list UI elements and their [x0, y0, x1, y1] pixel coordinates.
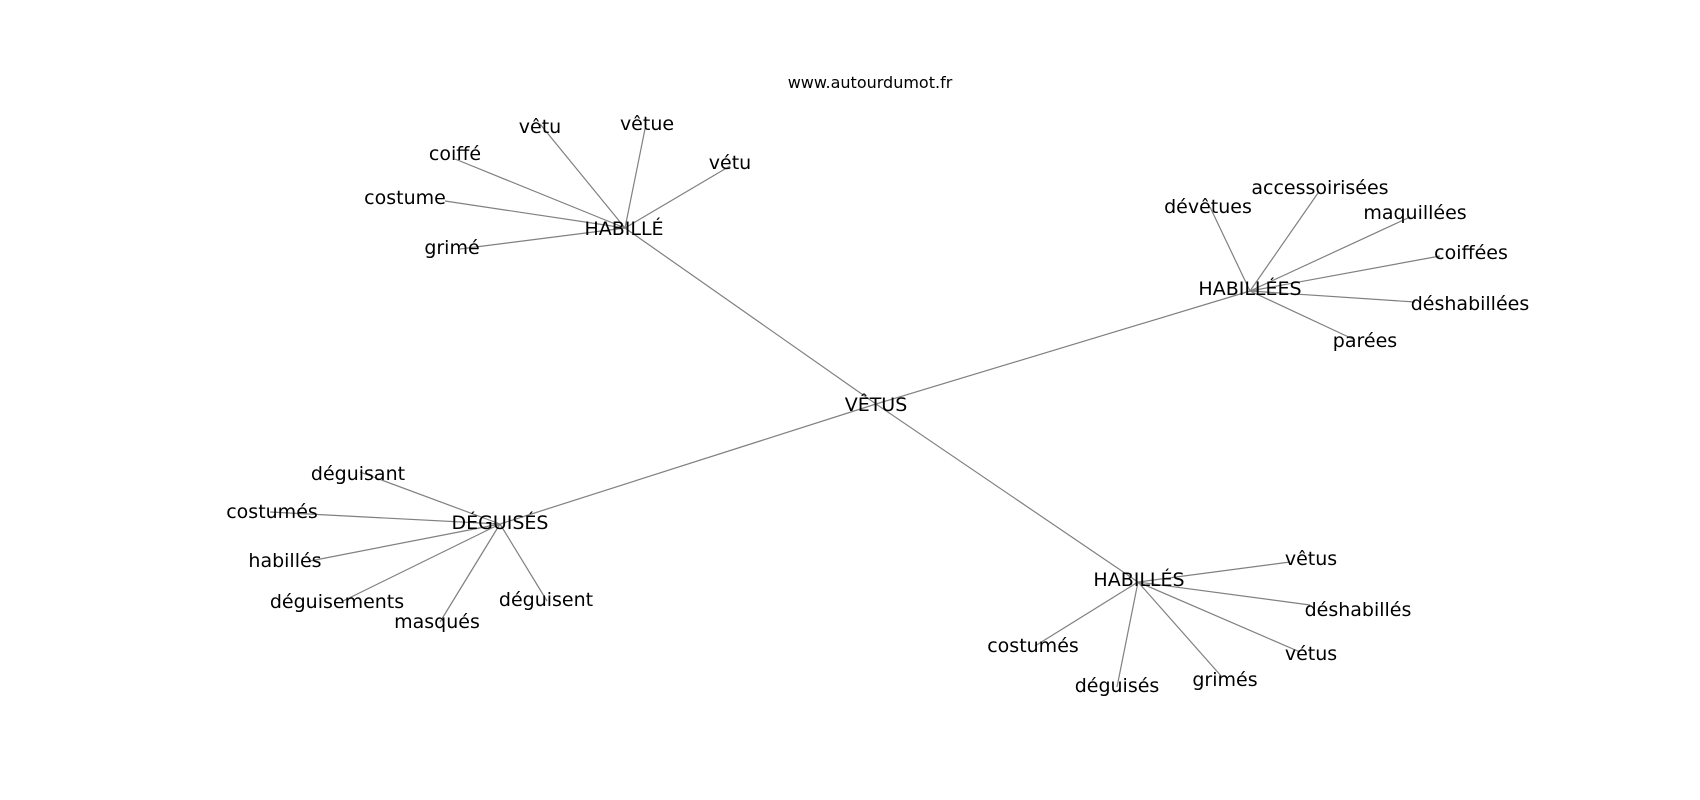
- edge-habilles-leaf: [1034, 581, 1139, 647]
- edge-habillees-leaf: [1249, 255, 1441, 292]
- edge-deguises-leaf: [499, 523, 548, 602]
- node-leaf[interactable]: grimé: [424, 237, 479, 259]
- node-leaf[interactable]: vêtue: [620, 113, 674, 135]
- edge-deguises-leaf: [342, 523, 501, 602]
- edge-habillees-leaf: [1209, 206, 1251, 292]
- edge-habillees-leaf: [1249, 216, 1411, 292]
- node-hub-deguises[interactable]: DÉGUISÉS: [452, 511, 549, 534]
- node-hub-habilles[interactable]: HABILLÉS: [1093, 568, 1184, 591]
- edge-habillees-leaf: [1249, 290, 1416, 303]
- node-hub-habille[interactable]: HABILLÉ: [584, 217, 663, 240]
- node-leaf[interactable]: déshabillés: [1305, 599, 1412, 621]
- node-leaf[interactable]: vétus: [1285, 643, 1337, 665]
- edge-deguises-leaf: [359, 471, 501, 525]
- edge-habille-leaf: [624, 123, 647, 229]
- node-leaf[interactable]: costume: [364, 187, 446, 209]
- node-leaf[interactable]: dévêtues: [1164, 196, 1252, 218]
- node-leaf[interactable]: vêtu: [519, 116, 561, 138]
- edge-habille-leaf: [539, 123, 626, 229]
- node-center[interactable]: VÊTUS: [845, 393, 908, 416]
- edge-deguises-leaf: [309, 523, 501, 562]
- edge-habilles-leaf: [1137, 581, 1311, 606]
- node-leaf[interactable]: coiffées: [1434, 242, 1508, 264]
- node-leaf[interactable]: grimés: [1192, 669, 1257, 691]
- edge-habillees-leaf: [1249, 290, 1356, 341]
- node-leaf[interactable]: déguisés: [1075, 675, 1160, 697]
- edge-habilles-leaf: [1137, 581, 1223, 678]
- site-watermark: www.autourdumot.fr: [788, 73, 953, 92]
- edge-habille-leaf: [624, 165, 731, 229]
- edge-habilles-leaf: [1116, 581, 1139, 688]
- node-leaf[interactable]: vêtus: [1285, 548, 1337, 570]
- node-hub-habillees[interactable]: HABILLÉES: [1198, 277, 1301, 300]
- edge-habilles-leaf: [1137, 561, 1291, 583]
- node-leaf[interactable]: habillés: [248, 550, 321, 572]
- edge-habille-leaf: [459, 227, 626, 250]
- node-leaf[interactable]: accessoirisées: [1251, 177, 1388, 199]
- node-leaf[interactable]: déguisent: [499, 589, 593, 611]
- edge-habillees-leaf: [1249, 192, 1319, 292]
- node-leaf[interactable]: vétu: [709, 152, 751, 174]
- node-leaf[interactable]: parées: [1333, 330, 1397, 352]
- node-leaf[interactable]: maquillées: [1363, 202, 1466, 224]
- edge-habille-leaf: [444, 200, 626, 229]
- edge-habille-leaf: [454, 158, 626, 229]
- node-leaf[interactable]: déguisant: [311, 463, 405, 485]
- edge-center-deguises: [499, 403, 877, 525]
- edge-center-habille: [624, 227, 877, 405]
- edge-deguises-leaf: [439, 523, 501, 623]
- edge-habilles-leaf: [1137, 581, 1301, 653]
- graph-edges: [269, 123, 1441, 688]
- edge-center-habilles: [875, 403, 1139, 583]
- node-leaf[interactable]: déguisements: [270, 591, 404, 613]
- node-leaf[interactable]: déshabillées: [1411, 293, 1530, 315]
- node-leaf[interactable]: costumés: [226, 501, 318, 523]
- node-leaf[interactable]: masqués: [394, 611, 480, 633]
- edge-deguises-leaf: [269, 511, 501, 525]
- edge-center-habillees: [875, 290, 1251, 405]
- node-leaf[interactable]: costumés: [987, 635, 1079, 657]
- node-leaf[interactable]: coiffé: [429, 143, 481, 165]
- graph-labels: www.autourdumot.fr VÊTUS HABILLÉ vêtu vêtue…: [226, 73, 1529, 697]
